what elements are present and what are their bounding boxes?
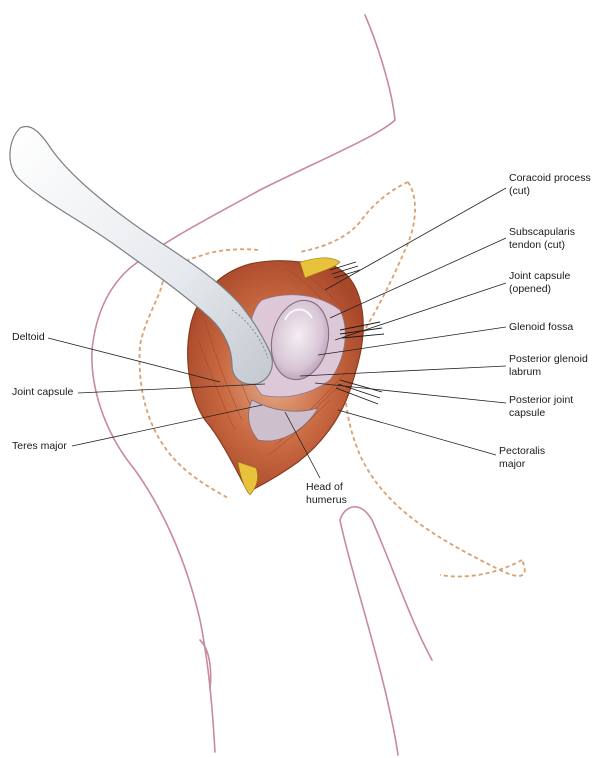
surgical-field [187, 257, 385, 496]
leader-head-of-humerus [284, 411, 321, 479]
label-teres-major: Teres major [12, 440, 67, 452]
leader-teres-major [71, 404, 263, 447]
leader-joint-capsule [77, 383, 266, 394]
label-glenoid-fossa: Glenoid fossa [509, 321, 574, 333]
retractor [9, 126, 273, 385]
label-deltoid: Deltoid [12, 331, 45, 343]
leader-coracoid [324, 187, 507, 291]
leader-lines [47, 187, 507, 479]
leader-subscapularis [329, 237, 507, 319]
body-outline [91, 14, 433, 756]
leader-pectoralis [337, 409, 497, 456]
label-joint-capsule-opened: Joint capsule(opened) [509, 270, 571, 295]
leader-posterior-labrum [299, 365, 507, 377]
leader-glenoid-fossa [317, 326, 507, 356]
label-joint-capsule: Joint capsule [12, 386, 74, 398]
leader-posterior-joint-capsule [314, 382, 507, 404]
leader-joint-capsule-opened [334, 282, 507, 341]
leader-deltoid [47, 337, 221, 383]
label-coracoid-process: Coracoid process(cut) [509, 172, 591, 197]
incision-outline [138, 181, 526, 578]
